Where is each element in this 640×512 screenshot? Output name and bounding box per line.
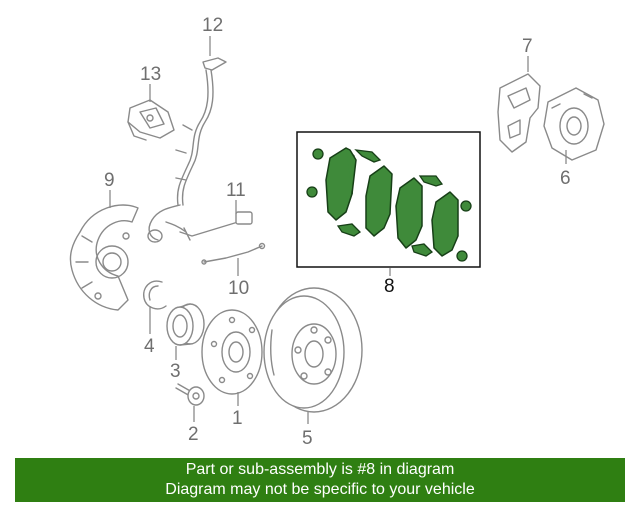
brake-pad-4 [431,191,459,257]
callout-10[interactable]: 10 [228,278,249,299]
callout-5[interactable]: 5 [302,428,313,449]
notice-line-2: Diagram may not be specific to your vehi… [165,481,475,498]
brake-pad-kit[interactable] [296,131,481,268]
notice-banner: Part or sub-assembly is #8 in diagram Di… [15,458,625,502]
snap-ring[interactable] [143,280,167,310]
brake-pad-3 [395,177,423,249]
caliper-bracket[interactable] [497,73,541,153]
splash-shield[interactable] [69,204,139,311]
callout-4[interactable]: 4 [144,336,155,357]
callout-12[interactable]: 12 [202,15,223,36]
callouts: 12 13 7 6 9 11 10 4 3 2 1 5 8 [104,15,571,449]
callout-2[interactable]: 2 [188,424,199,445]
wheel-hub[interactable] [201,309,263,395]
brake-pad-2 [365,165,393,237]
abs-sensor-wire[interactable] [147,57,227,243]
wear-sensor-wire[interactable] [201,242,266,265]
notice-line-1: Part or sub-assembly is #8 in diagram [185,461,455,478]
callout-9[interactable]: 9 [104,170,115,191]
callout-11[interactable]: 11 [226,180,246,201]
callout-3[interactable]: 3 [170,361,181,382]
wear-sensor[interactable] [179,211,253,241]
leader-lines [109,36,567,424]
brake-rotor[interactable] [263,287,363,413]
callout-6[interactable]: 6 [560,168,571,189]
brake-caliper[interactable] [543,87,605,161]
wheel-bearing[interactable] [166,303,205,346]
callout-7[interactable]: 7 [522,36,533,57]
sensor-bracket[interactable] [127,99,175,141]
callout-8[interactable]: 8 [384,276,395,297]
hub-bolt[interactable] [175,383,205,406]
callout-1[interactable]: 1 [232,408,243,429]
callout-13[interactable]: 13 [140,64,161,85]
